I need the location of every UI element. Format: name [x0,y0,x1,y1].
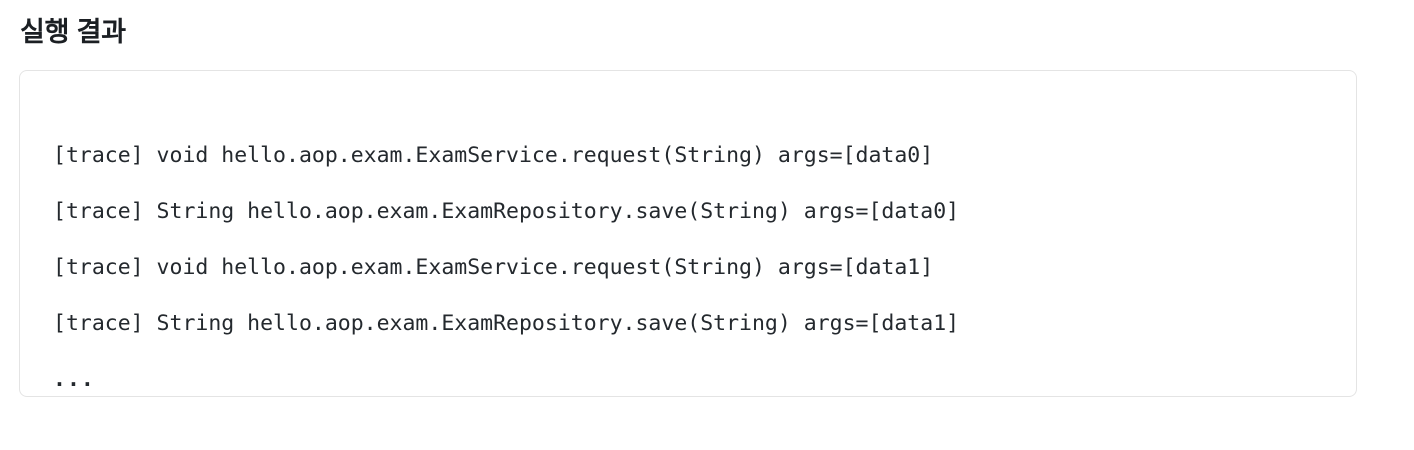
code-line: [trace] String hello.aop.exam.ExamReposi… [53,311,960,336]
code-line: [trace] String hello.aop.exam.ExamReposi… [53,199,960,224]
code-line: [trace] void hello.aop.exam.ExamService.… [53,255,934,280]
code-line-ellipsis: ... [53,367,95,392]
code-output-text: [trace] void hello.aop.exam.ExamService.… [53,71,1356,396]
page-title: 실행 결과 [20,17,126,47]
code-output-block: [trace] void hello.aop.exam.ExamService.… [19,70,1357,397]
code-line: [trace] void hello.aop.exam.ExamService.… [53,143,934,168]
